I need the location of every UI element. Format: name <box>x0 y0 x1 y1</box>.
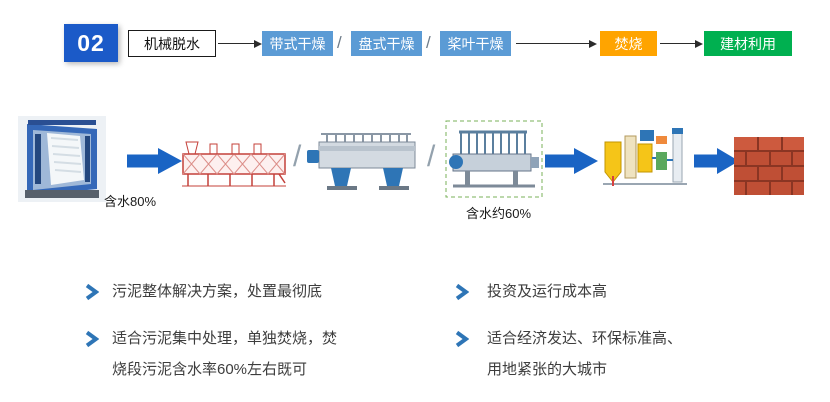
flow-step-building-material: 建材利用 <box>704 31 792 56</box>
process-arrow-icon <box>545 146 599 176</box>
chevron-icon <box>84 330 100 348</box>
water-content-caption: 含水约60% <box>466 206 532 221</box>
brick-material-image <box>734 137 804 195</box>
chevron-icon <box>454 330 470 348</box>
process-separator: / <box>427 140 436 173</box>
incinerator-diagram-image <box>601 126 691 202</box>
dewatering-machine-image <box>18 116 106 202</box>
flow-arrow-icon <box>218 40 262 49</box>
chevron-icon <box>84 283 100 301</box>
process-arrow-icon <box>127 146 183 176</box>
disc-dryer-image <box>307 126 423 196</box>
section-number-badge: 02 <box>64 24 118 62</box>
bullet-text-left-1: 污泥整体解决方案，处置最彻底 <box>112 283 323 300</box>
flow-step-incineration: 焚烧 <box>600 31 657 56</box>
flow-step-disc-drying: 盘式干燥 <box>351 31 422 56</box>
belt-dryer-image <box>180 132 290 194</box>
water-content-caption: 含水80% <box>104 194 157 209</box>
bullet-text-left-2: 适合污泥集中处理，单独焚烧，焚烧段污泥含水率60%左右既可 <box>112 330 338 378</box>
flow-step-paddle-drying: 桨叶干燥 <box>440 31 511 56</box>
flow-separator: / <box>337 33 342 52</box>
process-separator: / <box>293 140 302 173</box>
chevron-icon <box>454 283 470 301</box>
bullet-text-right-2: 适合经济发达、环保标准高、用地紧张的大城市 <box>487 330 683 378</box>
paddle-dryer-image <box>445 120 543 198</box>
bullet-text-right-1: 投资及运行成本高 <box>487 283 608 300</box>
process-arrow-icon <box>694 146 740 176</box>
flow-arrow-icon <box>516 40 597 49</box>
flow-arrow-icon <box>660 40 703 49</box>
flow-step-mechanical-dewatering: 机械脱水 <box>128 30 216 57</box>
flow-step-belt-drying: 带式干燥 <box>262 31 333 56</box>
flow-separator: / <box>426 33 431 52</box>
